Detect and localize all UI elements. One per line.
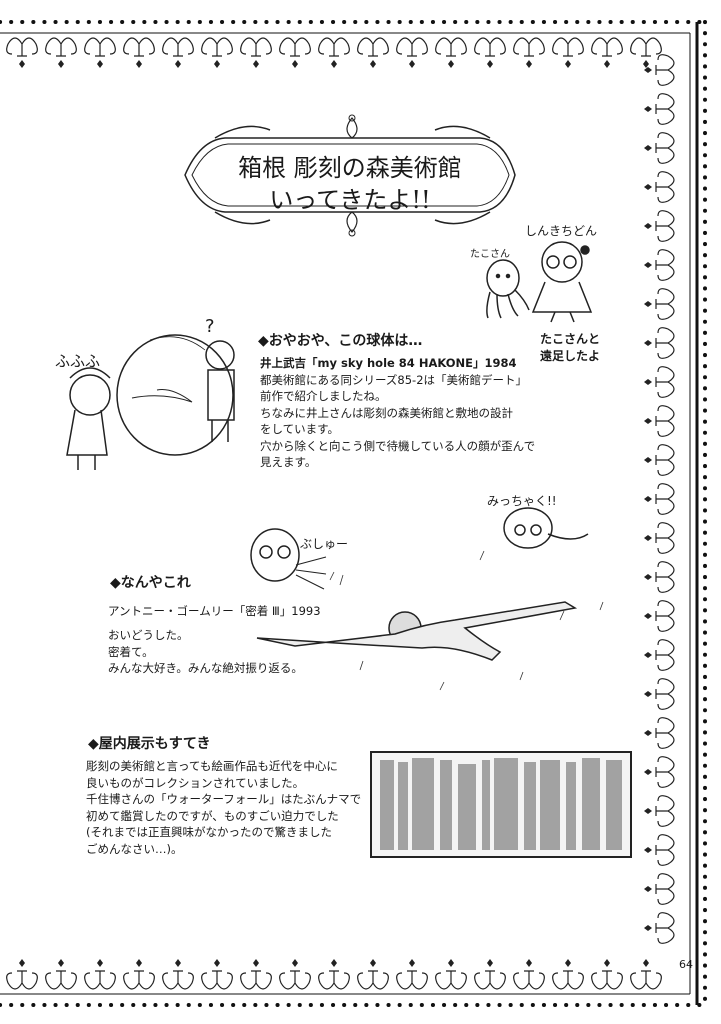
section2-line: 密着て。 <box>108 644 154 659</box>
border-ornament <box>591 959 623 990</box>
border-ornament <box>644 678 675 710</box>
shinkichi-label: しんきちどん <box>525 224 598 238</box>
border-ornament <box>644 210 675 242</box>
border-ornament <box>644 93 675 125</box>
border-ornament <box>644 873 675 905</box>
border-ornament <box>84 959 116 990</box>
border-ornament <box>644 717 675 749</box>
title-cartouche <box>184 114 516 237</box>
border-ornament <box>644 795 675 827</box>
border-ornament <box>644 288 675 320</box>
tako-label: たこさん <box>470 249 510 260</box>
section3-line: (それまでは正直興味がなかったので驚きました <box>86 825 332 839</box>
border-ornament <box>552 37 584 68</box>
border-ornament <box>630 959 662 990</box>
section1-line: 都美術館にある同シリーズ85-2は「美術館デート」 <box>260 372 528 387</box>
border-ornament <box>318 959 350 990</box>
border-ornament <box>644 327 675 359</box>
section1-line: をしています。 <box>260 422 340 436</box>
section1-line: ちなみに井上さんは彫刻の森美術館と敷地の設計 <box>260 405 513 420</box>
border-ornament <box>45 37 77 68</box>
border-ornament <box>644 561 675 593</box>
border-ornament <box>201 959 233 990</box>
border-ornament <box>123 37 155 68</box>
border-ornament <box>201 37 233 68</box>
section1-line: 穴から除くと向こう側で待機している人の顔が歪んで <box>260 438 536 453</box>
border-ornament <box>6 959 38 990</box>
border-ornament <box>45 959 77 990</box>
sfx-question: ? <box>205 316 215 337</box>
border-ornament <box>644 444 675 476</box>
section3-line: 良いものがコレクションされていました。 <box>86 775 305 790</box>
title-line1: 箱根 彫刻の森美術館 <box>238 154 462 182</box>
sfx-bushu: ぶしゅー <box>300 537 349 551</box>
border-ornament <box>474 959 506 990</box>
border-ornament <box>630 37 662 68</box>
section3-line: ごめんなさい…)。 <box>86 841 183 856</box>
section2-body: おいどうした。 密着て。 みんな大好き。みんな絶対振り返る。 <box>108 627 303 677</box>
border-ornament <box>396 959 428 990</box>
section1-line: 前作で紹介しましたね。 <box>260 389 387 403</box>
section2-credit: アントニー・ゴームリー「密着 Ⅲ」1993 <box>108 604 321 618</box>
border-ornament <box>84 37 116 68</box>
border-ornament <box>162 959 194 990</box>
sfx-fufu: ふふふ <box>55 352 101 370</box>
section2-line: おいどうした。 <box>108 628 189 642</box>
border-ornament <box>644 405 675 437</box>
section2-heading: ◆なんやこれ <box>110 575 191 591</box>
border-ornament <box>513 37 545 68</box>
border-ornament <box>396 37 428 68</box>
section3-body: 彫刻の美術館と言っても絵画作品も近代を中心に 良いものがコレクションされていまし… <box>86 758 361 857</box>
border-ornament <box>644 756 675 788</box>
section3-line: 初めて鑑賞したのですが、ものすごい迫力でした <box>86 808 339 823</box>
border-ornament <box>644 483 675 515</box>
border-ornament <box>435 37 467 68</box>
sfx-micchaku: みっちゃく!! <box>487 494 557 508</box>
title-line2: いってきたよ!! <box>269 186 431 214</box>
border-ornament <box>6 37 38 68</box>
border-ornament <box>644 171 675 203</box>
border-ornament <box>357 37 389 68</box>
section3-heading: ◆屋内展示もすてき <box>88 736 211 752</box>
border-ornament <box>591 37 623 68</box>
section3-line: 千住博さんの「ウォーターフォール」はたぶんナマで <box>86 792 362 806</box>
border-ornament <box>123 959 155 990</box>
border-ornament <box>644 912 675 944</box>
caption-line2: 遠足したよ <box>540 349 601 363</box>
border-ornament <box>644 600 675 632</box>
border-ornament <box>644 639 675 671</box>
border-ornament <box>279 959 311 990</box>
border-ornament <box>644 249 675 281</box>
page-title: 箱根 彫刻の森美術館 いってきたよ!! <box>205 152 495 216</box>
border-ornament <box>318 37 350 68</box>
border-ornament <box>435 959 467 990</box>
border-ornament <box>552 959 584 990</box>
border-ornament <box>240 959 272 990</box>
section3-line: 彫刻の美術館と言っても絵画作品も近代を中心に <box>86 759 338 773</box>
caption-line1: たこさんと <box>540 332 601 346</box>
border-ornament <box>474 37 506 68</box>
section1-credit: 井上武吉「my sky hole 84 HAKONE」1984 <box>260 356 517 370</box>
border-ornament <box>644 522 675 554</box>
section1-line: 見えます。 <box>260 455 317 469</box>
section1-body: 井上武吉「my sky hole 84 HAKONE」1984 都美術館にある同… <box>260 355 535 471</box>
section2-line: みんな大好き。みんな絶対振り返る。 <box>108 661 303 675</box>
border-ornament <box>240 37 272 68</box>
border-ornament <box>279 37 311 68</box>
page-number: 64 <box>679 958 693 971</box>
border-ornament <box>357 959 389 990</box>
border-ornament <box>644 366 675 398</box>
border-ornament <box>644 54 675 86</box>
section1-heading: ◆おやおや、この球体は… <box>258 333 423 349</box>
border-ornament <box>644 132 675 164</box>
border-ornament <box>162 37 194 68</box>
border-ornament <box>644 834 675 866</box>
border-ornament <box>513 959 545 990</box>
